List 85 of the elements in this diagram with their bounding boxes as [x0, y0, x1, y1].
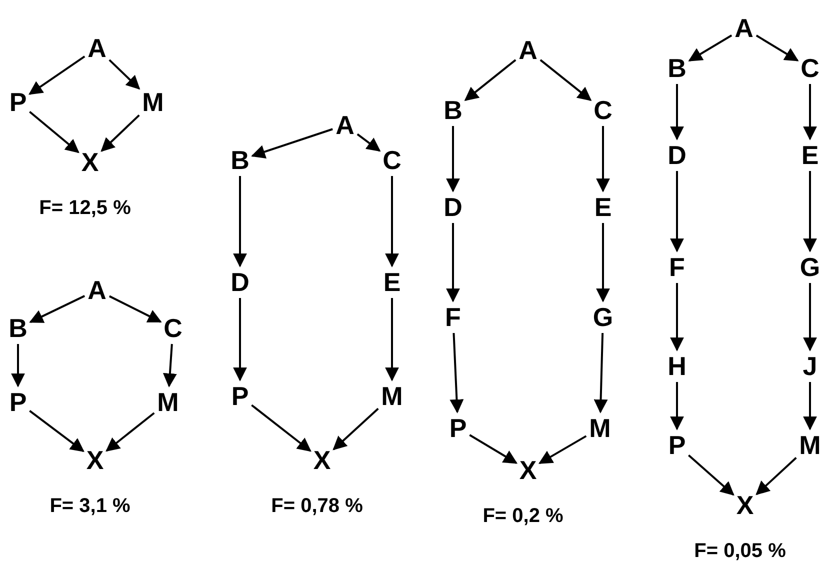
arrow — [29, 410, 84, 452]
arrow — [464, 59, 516, 101]
pedigree-letter: M — [157, 389, 179, 415]
arrow — [756, 34, 799, 62]
pedigree-letter: B — [8, 315, 28, 341]
arrow — [233, 298, 247, 382]
pedigree-letter: X — [313, 447, 331, 473]
pedigree-letter: D — [444, 194, 462, 220]
pedigree-letter: H — [668, 353, 686, 379]
pedigree-letter: F — [669, 254, 685, 280]
pedigree-letter: B — [668, 55, 686, 81]
pedigree-letter: C — [594, 97, 612, 123]
arrow — [28, 56, 86, 95]
arrow — [803, 283, 817, 352]
pedigree-letter: B — [444, 97, 462, 123]
arrow — [803, 84, 817, 140]
pedigree-letter: X — [81, 149, 99, 175]
arrow — [538, 435, 587, 464]
arrow — [803, 382, 817, 430]
arrow — [446, 126, 460, 192]
pedigree-letter: A — [88, 35, 106, 61]
arrow — [670, 171, 684, 252]
arrow — [670, 84, 684, 140]
arrow — [670, 382, 684, 430]
arrow — [356, 133, 381, 152]
pedigree-letter: M — [381, 383, 403, 409]
arrow — [670, 283, 684, 352]
arrow — [385, 298, 399, 382]
pedigree-letter: A — [518, 37, 538, 63]
arrow — [100, 114, 140, 152]
pedigree-letter: J — [802, 353, 818, 379]
arrow — [540, 59, 592, 101]
pedigree-letter: D — [230, 269, 250, 295]
inbreeding-coefficient: F= 0,78 % — [271, 496, 363, 516]
inbreeding-coefficient: F= 3,1 % — [50, 496, 130, 516]
inbreeding-coefficient: F= 12,5 % — [39, 198, 131, 218]
pedigree-letter: M — [142, 89, 164, 115]
arrow — [688, 454, 734, 496]
pedigree-letter: D — [668, 142, 686, 168]
arrow — [594, 332, 608, 414]
arrow — [756, 457, 797, 496]
arrow — [688, 34, 732, 62]
pedigree-letter: F — [445, 304, 461, 330]
pedigree-letter: E — [594, 194, 612, 220]
arrow — [803, 171, 817, 252]
pedigree-letter: G — [592, 304, 614, 330]
arrow — [106, 412, 155, 452]
pedigree-letter: P — [231, 383, 249, 409]
arrow — [29, 110, 80, 154]
pedigree-letter: E — [801, 142, 819, 168]
pedigree-letter: G — [800, 254, 820, 280]
pedigree-letter: E — [383, 269, 401, 295]
pedigree-letter: P — [449, 415, 467, 441]
pedigree-letter: A — [734, 15, 754, 41]
pedigree-letter: M — [589, 415, 611, 441]
pedigree-letter: P — [668, 432, 686, 458]
pedigree-letter: X — [736, 492, 754, 518]
arrow — [251, 128, 333, 159]
pedigree-letter: C — [382, 147, 402, 173]
arrow — [233, 176, 247, 268]
pedigree-letter: P — [9, 389, 27, 415]
pedigree-letter: C — [800, 55, 820, 81]
pedigree-letter: A — [88, 277, 106, 303]
pedigree-letter: B — [230, 147, 250, 173]
arrow — [108, 295, 162, 323]
pedigree-letter: C — [164, 315, 182, 341]
arrow — [29, 295, 86, 323]
inbreeding-coefficient: F= 0,05 % — [694, 541, 786, 561]
arrow — [251, 404, 312, 452]
arrow — [11, 344, 25, 388]
arrow — [162, 344, 177, 388]
arrow — [446, 223, 460, 302]
arrow — [332, 408, 379, 450]
pedigree-letter: X — [519, 457, 537, 483]
pedigree-letter: A — [336, 112, 354, 138]
arrow — [596, 223, 610, 302]
arrow — [450, 332, 464, 414]
arrow — [469, 434, 518, 464]
pedigree-letter: M — [799, 432, 821, 458]
arrow — [596, 126, 610, 192]
inbreeding-coefficient: F= 0,2 % — [482, 506, 564, 526]
pedigree-letter: X — [86, 447, 104, 473]
arrow — [385, 176, 399, 268]
arrow — [108, 59, 140, 90]
pedigree-letter: P — [9, 89, 27, 115]
